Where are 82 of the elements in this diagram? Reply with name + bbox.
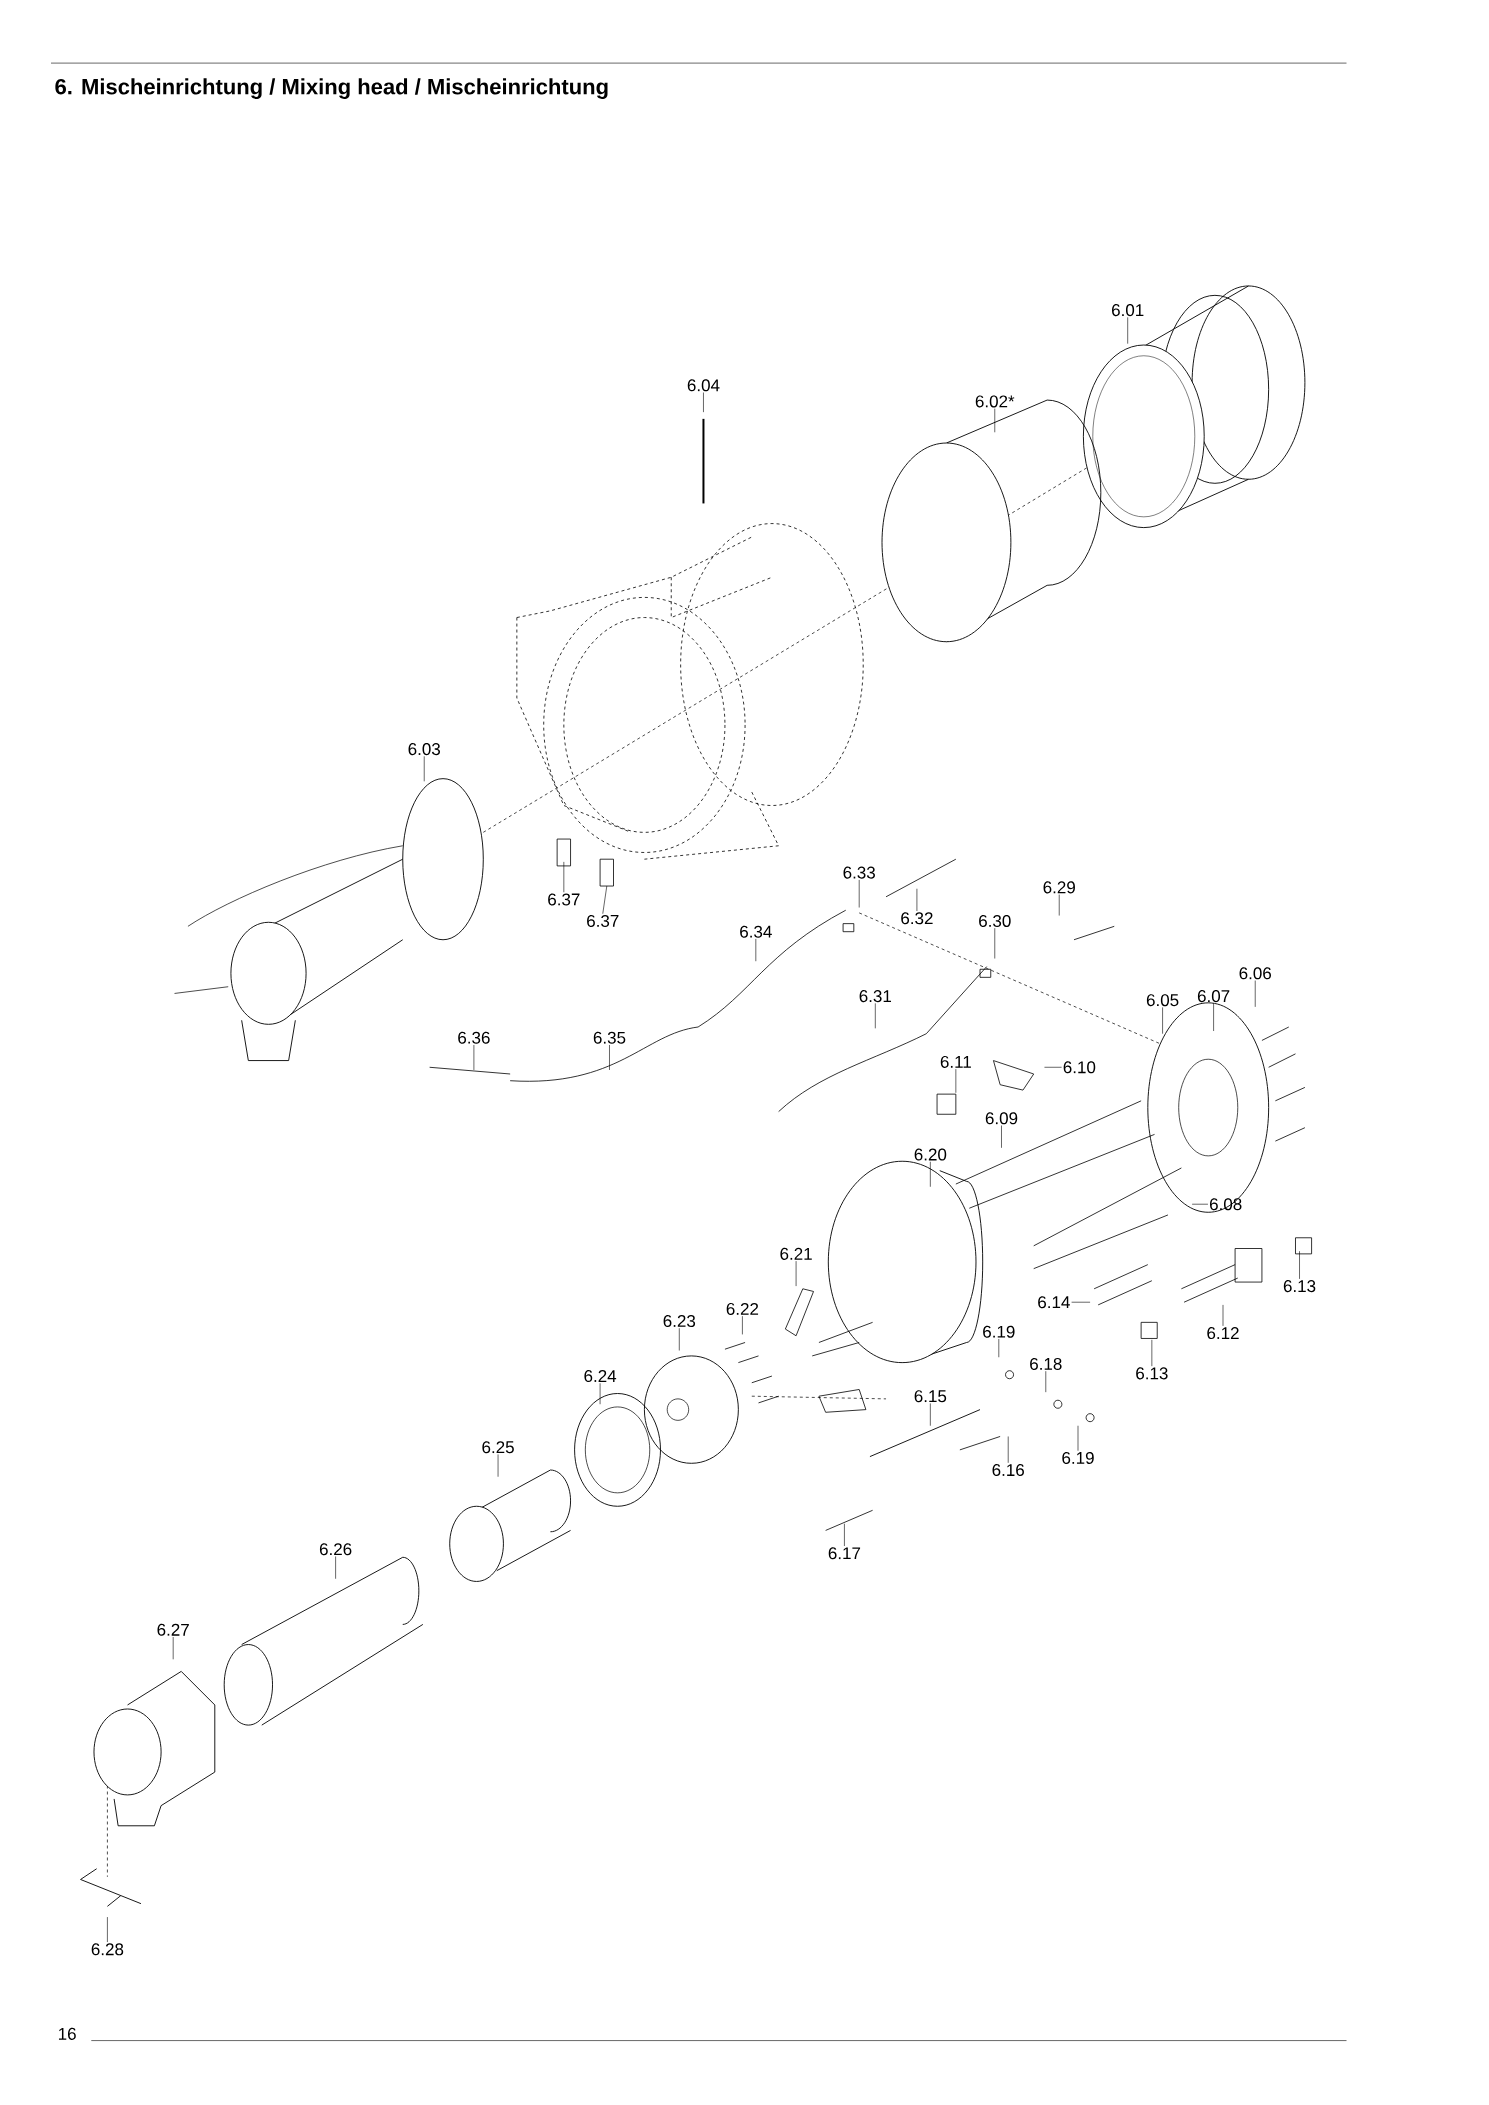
title: 6. Mischeinrichtung / Mixing head / Mischeinrichtung xyxy=(55,78,608,99)
callout-number: 6.13 xyxy=(1136,1367,1168,1380)
leader-line xyxy=(998,1338,1000,1358)
callout-number: 6.17 xyxy=(828,1547,861,1560)
leader-line xyxy=(497,1454,499,1478)
leader-line xyxy=(107,1916,108,1943)
leader-line xyxy=(703,392,704,413)
leader-line xyxy=(875,1003,876,1029)
callout-number: 6.03 xyxy=(408,743,441,756)
leader-line xyxy=(1162,1007,1163,1034)
callout-number: 6.23 xyxy=(663,1315,696,1328)
callout-number: 6.19 xyxy=(983,1325,1015,1338)
leader-line xyxy=(1151,1339,1153,1367)
callout-number: 6.37 xyxy=(587,914,619,927)
callout-number: 6.10 xyxy=(1063,1061,1096,1074)
leader-line xyxy=(994,408,996,433)
callout-number: 6.28 xyxy=(91,1943,124,1956)
callout-number: 6.15 xyxy=(914,1390,947,1403)
callout-number: 6.29 xyxy=(1043,881,1076,894)
callout-number: 6.13 xyxy=(1283,1280,1316,1293)
leader-line xyxy=(1127,317,1129,344)
leader-line xyxy=(1077,1425,1079,1452)
leader-line xyxy=(1008,1436,1009,1464)
callout-number: 6.22 xyxy=(726,1302,759,1315)
leader-line xyxy=(424,756,425,782)
leader-line xyxy=(742,1315,743,1335)
callout-number: 6.12 xyxy=(1207,1327,1239,1340)
leader-line xyxy=(335,1556,337,1580)
leader-line xyxy=(679,1327,680,1351)
callout-number: 6.26 xyxy=(320,1543,352,1556)
leader-line xyxy=(1071,1301,1091,1303)
leader-line xyxy=(1255,980,1256,1008)
callout-number: 6.04 xyxy=(687,379,720,392)
leader-line xyxy=(755,938,757,962)
callout-number: 6.18 xyxy=(1030,1357,1062,1370)
leader-line xyxy=(955,1068,957,1094)
callout-number: 6.06 xyxy=(1239,967,1272,980)
callout-number: 6.36 xyxy=(458,1031,490,1044)
callout-number: 6.31 xyxy=(859,990,892,1003)
callout-number: 6.33 xyxy=(843,866,876,879)
leader-line xyxy=(602,885,608,915)
callout-number: 6.37 xyxy=(548,893,580,906)
leader-line xyxy=(1045,1370,1047,1393)
leader-line xyxy=(930,1403,931,1426)
callout-number: 6.27 xyxy=(157,1623,189,1636)
callout-number: 6.35 xyxy=(593,1031,626,1044)
leader-line xyxy=(1059,894,1060,916)
leader-line xyxy=(1222,1304,1224,1327)
leader-line xyxy=(916,888,918,912)
leader-line xyxy=(1191,1203,1209,1205)
leader-line xyxy=(795,1260,797,1287)
callout-number: 6.21 xyxy=(780,1247,812,1260)
callout-number: 6.32 xyxy=(901,912,933,925)
leader-line xyxy=(859,879,860,908)
callout-number: 6.11 xyxy=(940,1055,971,1068)
callout-number: 6.09 xyxy=(985,1112,1018,1125)
callout-number: 6.25 xyxy=(482,1441,514,1454)
leader-line xyxy=(844,1523,845,1547)
callout-number: 6.34 xyxy=(740,925,772,938)
leader-line xyxy=(473,1044,475,1071)
callout-number: 6.20 xyxy=(914,1148,947,1161)
callout-number: 6.08 xyxy=(1210,1198,1242,1211)
leader-line xyxy=(930,1161,931,1188)
callout-number: 6.14 xyxy=(1038,1296,1070,1309)
leader-line xyxy=(1044,1067,1062,1068)
page-number: 16 xyxy=(59,2027,76,2040)
callout-number: 6.07 xyxy=(1198,990,1230,1003)
leader-line xyxy=(1001,1125,1002,1149)
leader-line xyxy=(994,927,996,959)
callout-number: 6.01 xyxy=(1112,304,1144,317)
leader-line xyxy=(1299,1250,1300,1280)
leader-line xyxy=(599,1382,601,1405)
callout-number: 6.02* xyxy=(975,395,1015,408)
leader-line xyxy=(1213,1003,1214,1032)
callout-number: 6.24 xyxy=(584,1370,617,1383)
callout-number: 6.19 xyxy=(1062,1451,1094,1464)
leader-line xyxy=(172,1636,174,1660)
callout-number: 6.16 xyxy=(992,1464,1025,1477)
callout-number: 6.30 xyxy=(979,914,1011,927)
callout-number: 6.05 xyxy=(1147,994,1179,1007)
leader-line xyxy=(563,861,565,893)
leader-line xyxy=(609,1044,610,1071)
